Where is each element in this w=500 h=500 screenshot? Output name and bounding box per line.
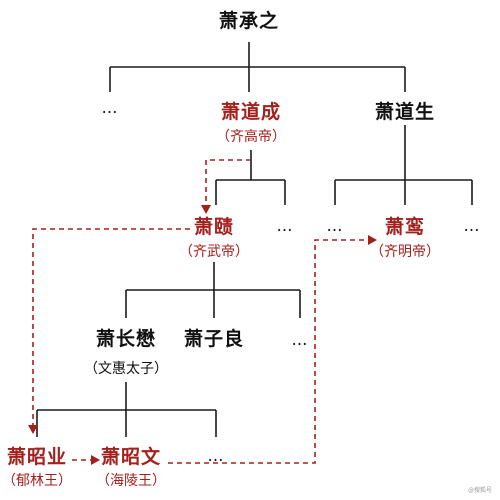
watermark: @搜狐号	[467, 487, 492, 494]
node-xiao-daosheng: 萧道生	[374, 101, 436, 123]
succession-daocheng-to-ze	[205, 159, 251, 207]
node-xiao-ziliang: 萧子良	[183, 328, 245, 350]
node-xiao-ze: 萧赜	[193, 216, 235, 238]
title-qi-wudi: （齐武帝）	[179, 244, 249, 260]
node-gen3-right-ellipsis-left: …	[326, 216, 344, 235]
arrowhead-to-zhaowen	[91, 455, 100, 465]
succession-zhaowen-to-luan	[168, 239, 370, 464]
arrowhead-to-luan	[368, 235, 377, 245]
node-xiao-zhaowen: 萧昭文	[100, 446, 162, 468]
node-gen4-ellipsis: …	[291, 330, 309, 349]
node-gen3-right-ellipsis-right: …	[463, 216, 481, 235]
arrowhead-to-zhaoye	[28, 425, 38, 434]
title-qi-gaodi: （齐高帝）	[216, 129, 286, 145]
title-wenhui-taizi: （文惠太子）	[84, 361, 168, 377]
title-qi-mingdi: （齐明帝）	[370, 244, 440, 260]
arrowhead-to-ze	[201, 205, 211, 214]
node-xiao-zhaoye: 萧昭业	[6, 446, 68, 468]
node-xiao-daocheng: 萧道成	[220, 101, 282, 123]
node-xiao-chengzhi: 萧承之	[218, 10, 280, 32]
node-gen3-ellipsis: …	[276, 216, 294, 235]
title-yulin-wang: （郁林王）	[2, 473, 72, 489]
node-gen2-ellipsis: …	[101, 98, 119, 117]
node-xiao-zhangmao: 萧长懋	[95, 328, 157, 350]
node-xiao-luan: 萧鸾	[384, 216, 426, 238]
title-hailing-wang: （海陵王）	[96, 473, 166, 489]
succession-ze-to-zhaoye	[32, 228, 190, 427]
node-gen5-ellipsis: …	[207, 446, 225, 465]
